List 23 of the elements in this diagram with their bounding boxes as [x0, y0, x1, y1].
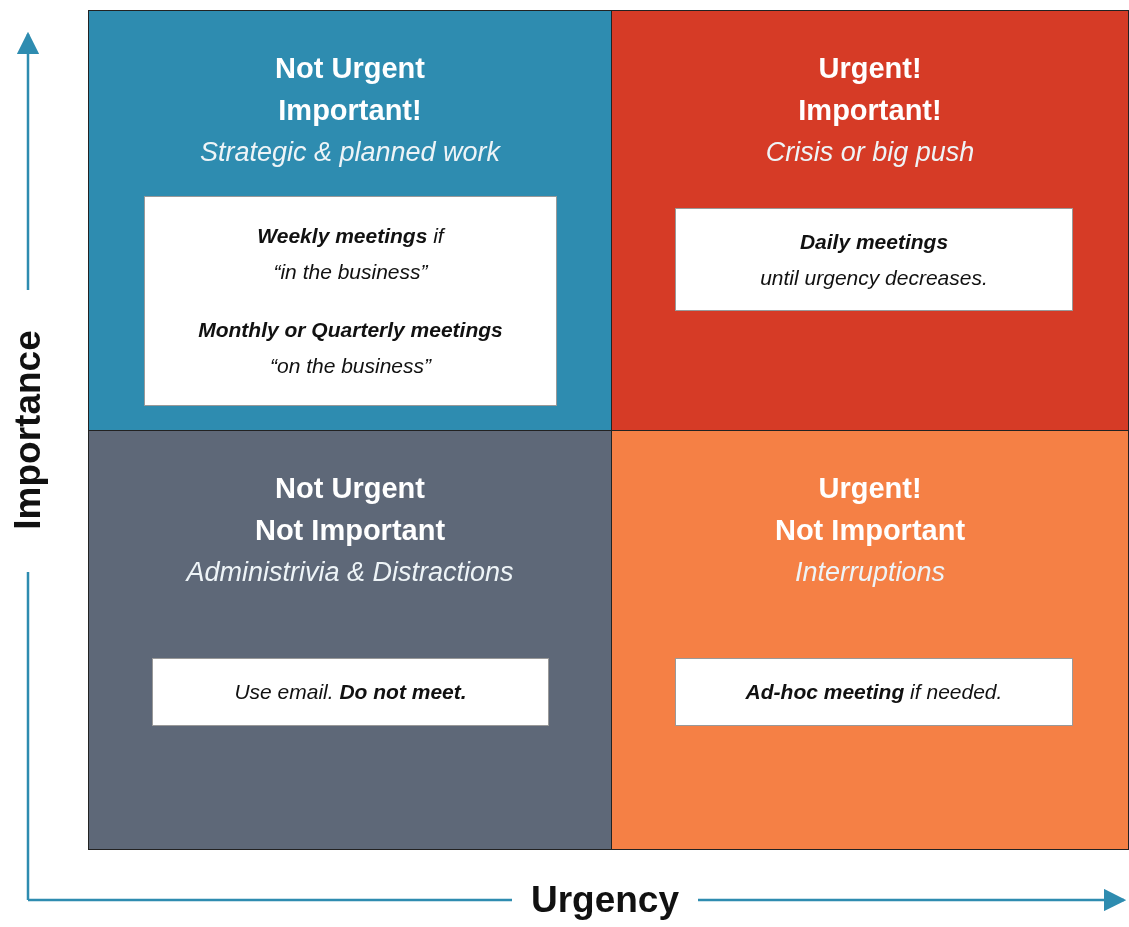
quadrant-panel: [611, 10, 1129, 431]
quadrant-panel: [88, 430, 612, 850]
note-box: [144, 196, 557, 406]
quadrant-panel: [88, 10, 612, 431]
note-box: [675, 658, 1073, 726]
meeting-guidance: Daily meetings until urgency decreases.: [760, 228, 988, 291]
meeting-guidance: Weekly meetings if “in the business”: [257, 223, 444, 285]
quadrant-subtitle: Interruptions: [794, 556, 946, 589]
meeting-guidance: Monthly or Quarterly meetings “on the business”: [198, 317, 503, 379]
note-box: [152, 658, 549, 726]
note-box: [675, 208, 1073, 311]
quadrant-panel: [611, 430, 1129, 850]
quadrant-subtitle: Strategic & planned work: [199, 136, 501, 169]
meeting-guidance: Ad-hoc meeting if needed.: [745, 679, 1003, 705]
x-axis-label: Urgency: [530, 878, 680, 922]
quadrant-subtitle: Administrivia & Distractions: [186, 556, 514, 589]
y-axis-label: Importance: [6, 330, 49, 530]
quadrant-heading: Urgent! Not Important: [774, 471, 966, 548]
quadrant-heading: Urgent! Important!: [798, 51, 942, 128]
quadrant-heading: Not Urgent Not Important: [254, 471, 446, 548]
meeting-guidance: Use email. Do not meet.: [234, 679, 467, 705]
quadrant-heading: Not Urgent Important!: [275, 51, 425, 128]
quadrant-subtitle: Crisis or big push: [765, 136, 975, 169]
